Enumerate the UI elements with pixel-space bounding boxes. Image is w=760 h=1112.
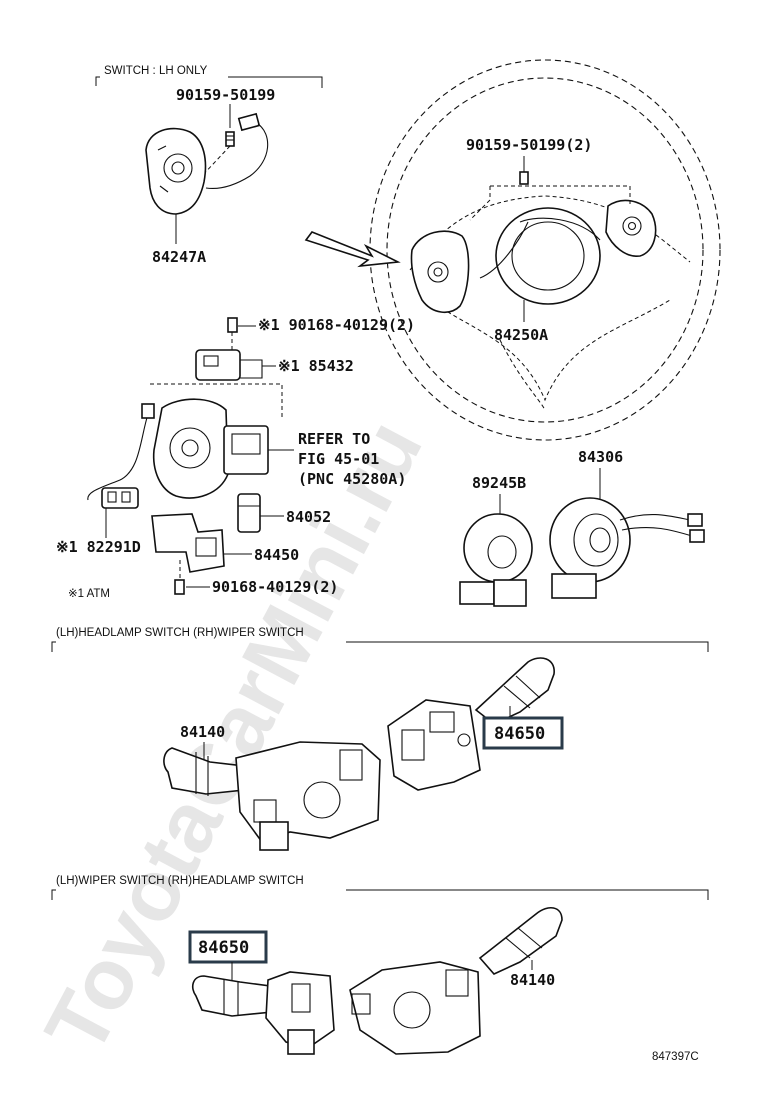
part-84306-spiral-cable [549, 497, 705, 599]
highlight-box-84650-lower [188, 930, 268, 964]
label-90168-40129-bottom: 90168-40129(2) [212, 578, 338, 596]
label-90168-40129-top: ※1 90168-40129(2) [258, 316, 415, 334]
section-wiper-lh-headlamp-rh: (LH)WIPER SWITCH (RH)HEADLAMP SWITCH [56, 875, 304, 887]
label-82291D: ※1 82291D [56, 538, 141, 556]
wiper-switch-lever-lower [191, 971, 335, 1055]
bracket-right [228, 76, 323, 88]
watermark-text: ToyotaCarMini.ru [27, 405, 441, 1069]
part-84450 [151, 513, 225, 573]
label-84650-upper: 84650 [494, 724, 545, 744]
figure-code: 847397C [652, 1051, 699, 1063]
screw-icon [227, 317, 238, 333]
headlamp-switch-lever-upper [163, 741, 381, 851]
part-89245B [459, 513, 533, 607]
screw-icon [519, 171, 529, 185]
label-84140-lower: 84140 [510, 971, 555, 989]
label-84650-lower: 84650 [198, 938, 249, 958]
combination-switch-body [152, 398, 269, 499]
label-84052: 84052 [286, 508, 331, 526]
connector-icon [205, 112, 269, 190]
label-fig-45-01: FIG 45-01 [298, 450, 379, 468]
label-85432: ※1 85432 [278, 357, 354, 375]
label-84450: 84450 [254, 546, 299, 564]
bracket-left [95, 76, 100, 86]
label-84306: 84306 [578, 448, 623, 466]
horn-assembly-84250A [479, 207, 601, 305]
headlamp-switch-lever-lower [349, 907, 563, 1055]
label-90159-50199-2: 90159-50199(2) [466, 136, 592, 154]
label-refer-to: REFER TO [298, 430, 370, 448]
steering-switch-right [605, 199, 657, 257]
wire-harness-82291D [87, 403, 155, 509]
label-84247A: 84247A [152, 248, 206, 266]
label-84250A: 84250A [494, 326, 548, 344]
steering-switch-84247A [145, 127, 207, 215]
arrow-icon [304, 231, 401, 268]
label-84140-upper: 84140 [180, 723, 225, 741]
steering-switch-left [410, 230, 470, 313]
screw-icon [225, 131, 235, 147]
label-pnc-45280A: (PNC 45280A) [298, 470, 406, 488]
label-89245B: 89245B [472, 474, 526, 492]
label-90159-50199: 90159-50199 [176, 86, 275, 104]
note-atm: ※1 ATM [68, 588, 110, 600]
screw-icon [174, 579, 185, 595]
wiper-switch-lever-upper [387, 657, 555, 791]
header-switch-lh-only: SWITCH : LH ONLY [104, 65, 208, 77]
part-85432 [195, 349, 263, 381]
section-headlamp-lh-wiper-rh: (LH)HEADLAMP SWITCH (RH)WIPER SWITCH [56, 627, 304, 639]
highlight-box-84650-upper [482, 716, 564, 750]
part-84052 [237, 493, 261, 533]
